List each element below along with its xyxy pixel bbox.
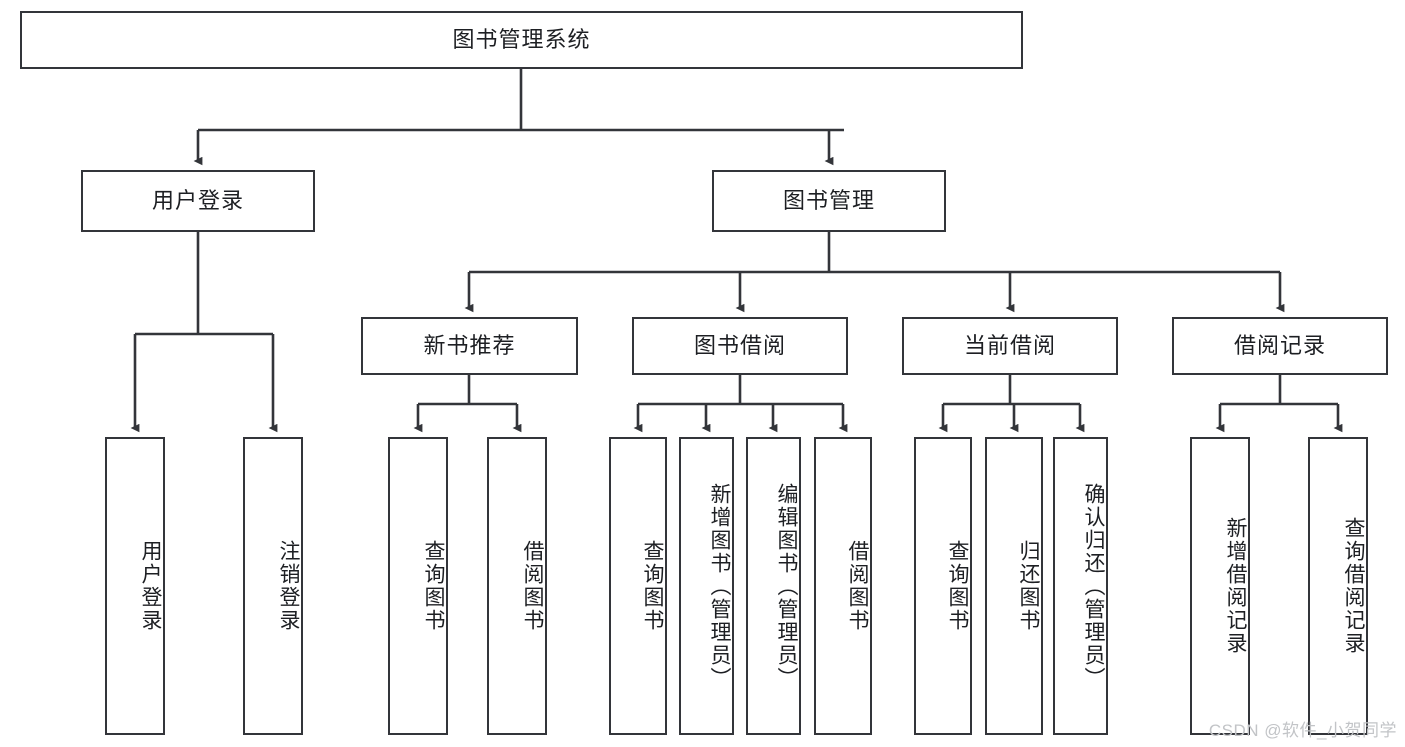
leaf-label: 查询图书 [422, 540, 445, 632]
leaf-return-book[interactable]: 归还图书 [985, 437, 1043, 735]
leaf-label: 归还图书 [1017, 540, 1040, 632]
leaf-borrow-book[interactable]: 借阅图书 [814, 437, 872, 735]
leaf-label: 确认归还（管理员） [1082, 482, 1105, 690]
node-user-login[interactable]: 用户登录 [81, 170, 315, 232]
leaf-label: 查询图书 [641, 540, 664, 632]
leaf-add-book-admin[interactable]: 新增图书（管理员） [679, 437, 734, 735]
node-new-book-recommend[interactable]: 新书推荐 [361, 317, 578, 375]
leaf-logout-login[interactable]: 注销登录 [243, 437, 303, 735]
node-book-management[interactable]: 图书管理 [712, 170, 946, 232]
watermark: CSDN @软件_小贺同学 [1208, 721, 1397, 740]
leaf-borrow-book-recommend[interactable]: 借阅图书 [487, 437, 547, 735]
node-book-management-label: 图书管理 [782, 187, 875, 213]
leaf-add-borrow-record[interactable]: 新增借阅记录 [1190, 437, 1250, 735]
node-borrow-record[interactable]: 借阅记录 [1172, 317, 1388, 375]
node-current-borrow[interactable]: 当前借阅 [902, 317, 1118, 375]
leaf-label: 编辑图书（管理员） [775, 482, 798, 690]
leaf-label: 新增借阅记录 [1224, 517, 1247, 655]
leaf-user-login[interactable]: 用户登录 [105, 437, 165, 735]
node-root-label: 图书管理系统 [452, 26, 591, 52]
node-book-borrow-label: 图书借阅 [693, 332, 786, 358]
leaf-label: 借阅图书 [521, 540, 544, 632]
leaf-label: 用户登录 [139, 540, 162, 632]
node-book-borrow[interactable]: 图书借阅 [632, 317, 848, 375]
node-user-login-label: 用户登录 [151, 187, 244, 213]
leaf-query-book-current[interactable]: 查询图书 [914, 437, 972, 735]
leaf-query-book-recommend[interactable]: 查询图书 [388, 437, 448, 735]
leaf-label: 新增图书（管理员） [708, 482, 731, 690]
leaf-label: 借阅图书 [846, 540, 869, 632]
leaf-label: 查询借阅记录 [1342, 517, 1365, 655]
node-current-borrow-label: 当前借阅 [963, 332, 1056, 358]
leaf-query-book-borrow[interactable]: 查询图书 [609, 437, 667, 735]
leaf-label: 查询图书 [946, 540, 969, 632]
node-root[interactable]: 图书管理系统 [20, 11, 1023, 69]
leaf-label: 注销登录 [277, 540, 300, 632]
leaf-query-borrow-record[interactable]: 查询借阅记录 [1308, 437, 1368, 735]
node-new-book-recommend-label: 新书推荐 [423, 332, 516, 358]
leaf-confirm-return-admin[interactable]: 确认归还（管理员） [1053, 437, 1108, 735]
node-borrow-record-label: 借阅记录 [1233, 332, 1326, 358]
leaf-edit-book-admin[interactable]: 编辑图书（管理员） [746, 437, 801, 735]
